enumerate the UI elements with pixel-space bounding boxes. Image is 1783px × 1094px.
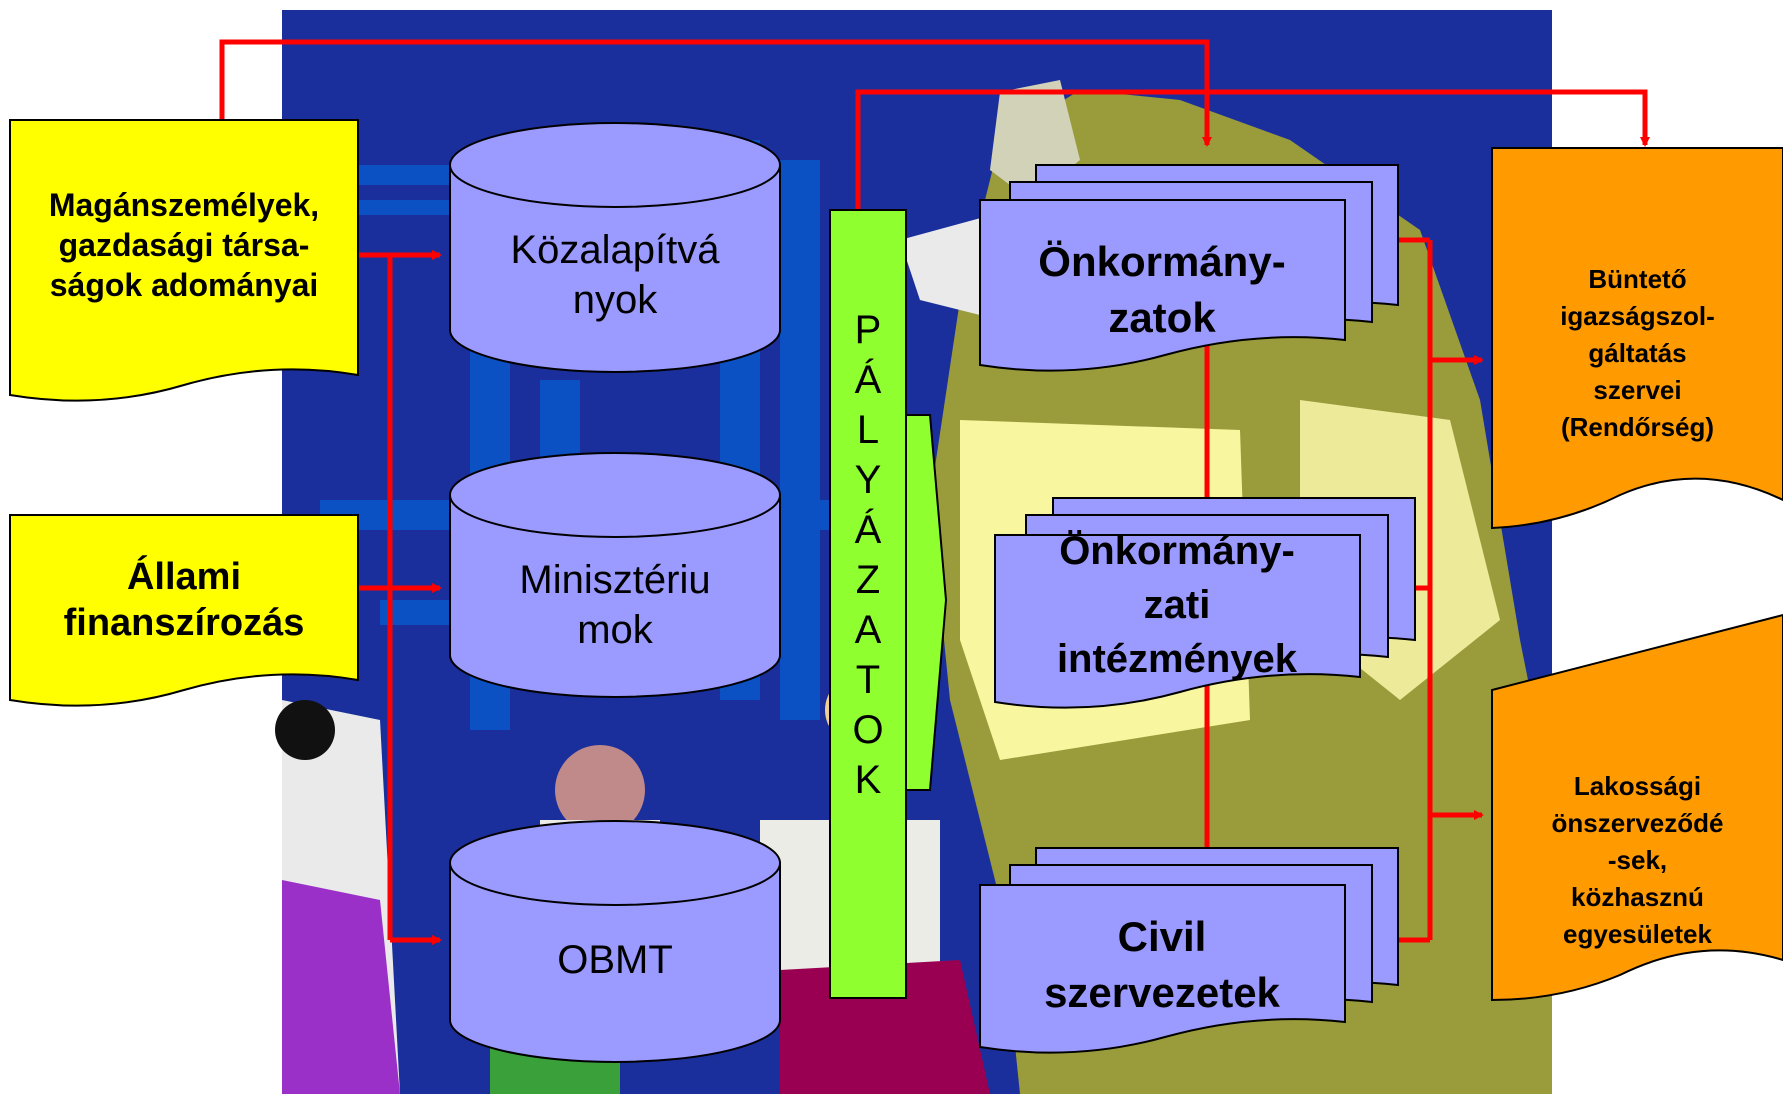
tender-top-line bbox=[855, 89, 1650, 210]
tenders-letter: O bbox=[852, 708, 884, 752]
tenders-letter: A bbox=[854, 608, 882, 652]
civil-label: Civil szervezetek bbox=[1044, 913, 1280, 1016]
private-donations-label: Magánszemélyek, gazdasági társa- ságok a… bbox=[48, 187, 320, 303]
private-donations-box bbox=[9, 119, 359, 402]
state-funding-label: Állami finanszírozás bbox=[63, 556, 305, 644]
tenders-letter: Á bbox=[854, 358, 882, 402]
tenders-letter: K bbox=[854, 758, 882, 802]
tenders-letter: P bbox=[854, 308, 882, 352]
state-funding-box bbox=[9, 514, 359, 707]
miniszteriumok-cylinder bbox=[449, 452, 781, 698]
onkormanyzatok-label: Önkormány- zatok bbox=[1038, 238, 1286, 341]
community-box bbox=[1491, 613, 1783, 1002]
intezmenyek-label: Önkormány- zati intézmények bbox=[1056, 529, 1298, 681]
onkormanyzatok-stack bbox=[979, 164, 1399, 372]
tenders-flow-arrow bbox=[905, 414, 948, 791]
obmt-label: OBMT bbox=[557, 938, 673, 982]
civil-stack bbox=[979, 847, 1399, 1054]
kozalapitvanyok-cylinder bbox=[449, 122, 781, 373]
intezmenyek-stack bbox=[994, 497, 1416, 709]
obmt-cylinder bbox=[449, 820, 781, 1063]
police-label: Büntető igazságszol- gáltatás szervei (R… bbox=[1560, 263, 1715, 442]
tenders-letter: L bbox=[856, 408, 880, 452]
community-label: Lakossági önszerveződé -sek, közhasznú e… bbox=[1551, 770, 1724, 949]
tenders-letter: Z bbox=[855, 558, 881, 602]
tenders-letter: Á bbox=[854, 508, 882, 552]
kozalapitvanyok-label: Közalapítvá nyok bbox=[510, 228, 720, 322]
police-box bbox=[1491, 147, 1783, 530]
tenders-bar bbox=[829, 209, 907, 999]
tenders-letter: T bbox=[855, 658, 881, 702]
miniszteriumok-label: Minisztériu mok bbox=[519, 558, 711, 652]
tenders-letter: Y bbox=[854, 458, 882, 502]
